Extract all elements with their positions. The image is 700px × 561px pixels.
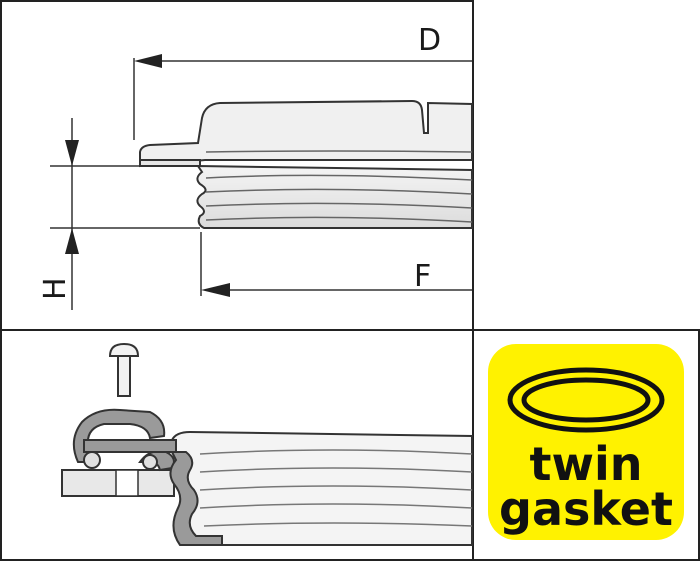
ring-inner-icon [521,377,651,423]
rivet-shank [117,355,131,397]
cap-flange [139,159,201,167]
badge-line-twin: twin [529,437,642,491]
twin-gasket-badge: twin gasket [488,344,684,540]
cap-thread-body [196,164,473,229]
cap-top-line [205,150,473,153]
dimension-h [50,118,200,310]
rivet-pin [108,342,140,397]
f-label: F [414,259,431,294]
rivet-head [108,342,140,357]
h-arrow-bottom [65,228,79,254]
d-label: D [418,23,441,58]
section-thread-line [199,485,473,491]
dimension-f [200,232,472,297]
cap-gasket-insert [169,451,223,546]
thread-line [205,216,473,223]
thread-lines [205,150,473,223]
ring-outer-icon [507,367,665,433]
gasket [72,408,175,472]
thread-line [205,188,473,195]
cap-head [139,99,473,168]
dimension-d [133,54,472,140]
section-thread-line [199,503,473,509]
cap-profile [139,99,473,229]
gasket-bead-right [142,454,158,470]
gasket-bead-left [83,451,101,469]
thread-line [205,174,473,181]
d-arrow-head [134,54,162,68]
f-arrow-head [201,283,230,297]
cap-gasket-strip [83,439,177,453]
section-thread-line [203,522,473,527]
thread-line [205,202,473,209]
rivet-hole [115,469,139,497]
section-thread-line [199,449,473,455]
h-label: H [38,277,73,300]
cap-section [83,430,473,546]
badge-line-gasket: gasket [499,482,673,536]
section-thread-line [199,467,473,473]
twin-ring-icon [507,367,665,433]
h-arrow-top [65,140,79,166]
section-thread-lines [199,449,473,527]
badge-background [488,344,684,540]
